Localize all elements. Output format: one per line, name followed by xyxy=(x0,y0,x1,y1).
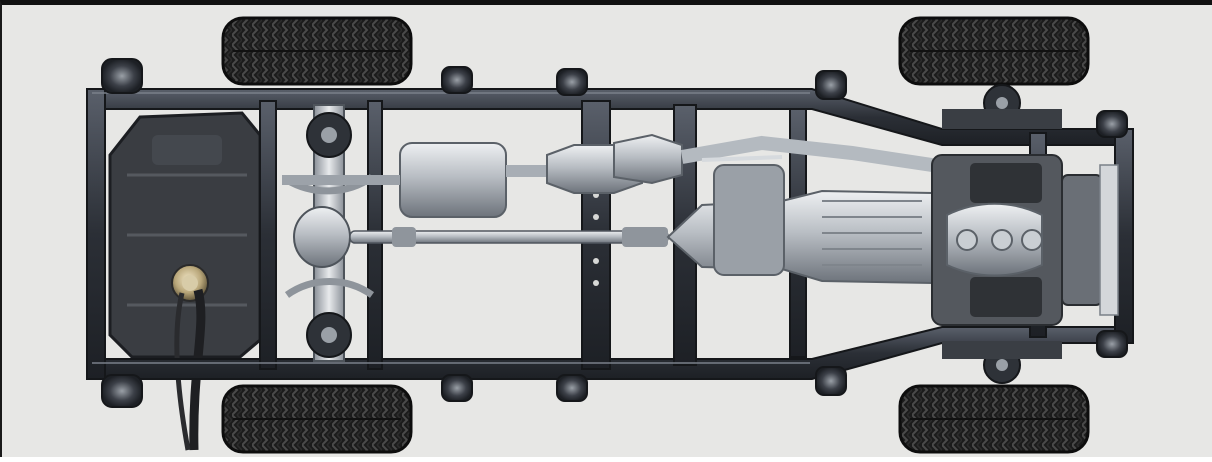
tire-rear-right xyxy=(221,384,413,454)
driveshaft xyxy=(349,227,669,247)
front-suspension xyxy=(942,84,1062,384)
tire-rear-left xyxy=(221,16,413,86)
tire-front-left xyxy=(898,16,1090,86)
tire-front-right xyxy=(898,384,1090,454)
fuel-tank xyxy=(108,111,262,451)
rear-axle xyxy=(284,104,375,362)
chassis-illustration xyxy=(86,16,1134,454)
engine xyxy=(931,154,1119,326)
transmission xyxy=(666,164,933,285)
exhaust-system xyxy=(282,133,934,218)
body-mounts xyxy=(101,58,1128,408)
